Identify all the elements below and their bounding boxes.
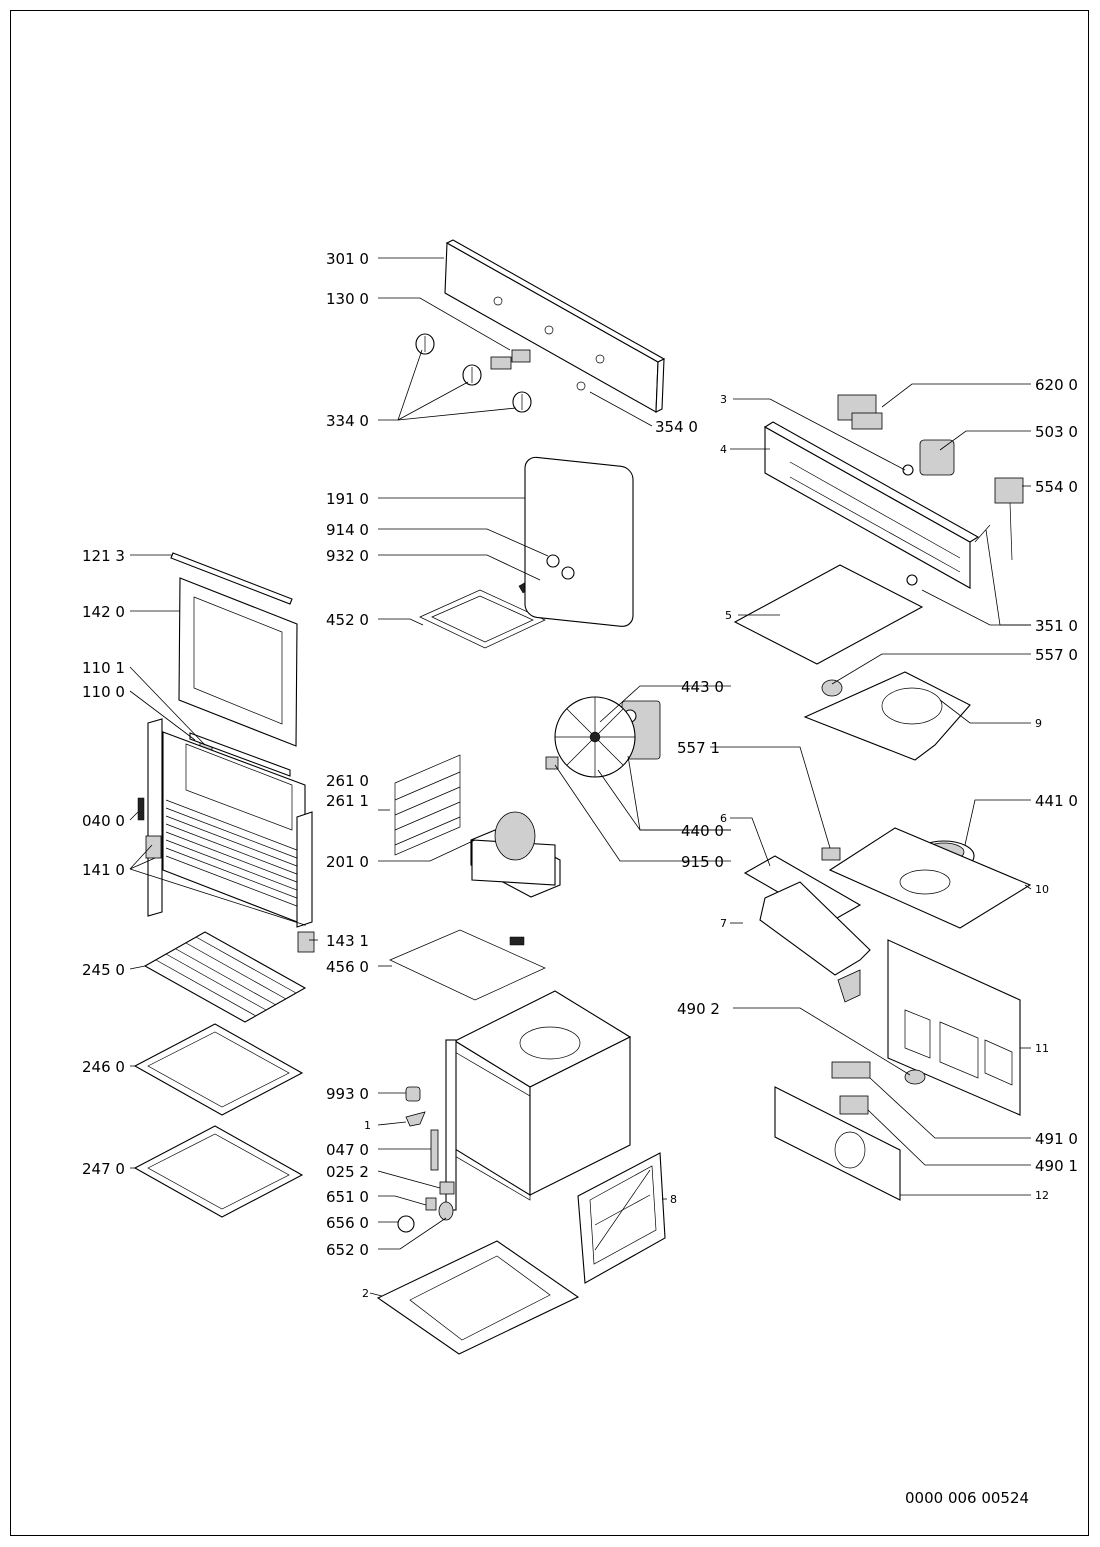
label-246-0: 246 0 xyxy=(82,1058,125,1076)
label-261-1: 261 1 xyxy=(326,792,369,810)
label-040-0: 040 0 xyxy=(82,812,125,830)
fan-nut-part xyxy=(545,756,559,770)
label-142-0: 142 0 xyxy=(82,603,125,621)
label-915-0: 915 0 xyxy=(681,853,724,871)
label-11: 11 xyxy=(1035,1042,1049,1055)
label-8: 8 xyxy=(670,1193,677,1206)
label-503-0: 503 0 xyxy=(1035,423,1078,441)
safety-thermostat-part xyxy=(821,679,843,697)
rear-housing-part xyxy=(887,939,1021,1116)
label-1: 1 xyxy=(364,1119,371,1132)
label-456-0: 456 0 xyxy=(326,958,369,976)
control-knob-part xyxy=(415,333,532,413)
label-993-0: 993 0 xyxy=(326,1085,369,1103)
label-490-1: 490 1 xyxy=(1035,1157,1078,1175)
label-932-0: 932 0 xyxy=(326,547,369,565)
label-10: 10 xyxy=(1035,883,1049,896)
label-247-0: 247 0 xyxy=(82,1160,125,1178)
label-201-0: 201 0 xyxy=(326,853,369,871)
label-656-0: 656 0 xyxy=(326,1214,369,1232)
label-557-0: 557 0 xyxy=(1035,646,1078,664)
label-440-0: 440 0 xyxy=(681,822,724,840)
side-shelf-support-part xyxy=(394,754,461,856)
label-441-0: 441 0 xyxy=(1035,792,1078,810)
label-245-0: 245 0 xyxy=(82,961,125,979)
control-board-part xyxy=(831,1061,926,1115)
label-9: 9 xyxy=(1035,717,1042,730)
label-301-0: 301 0 xyxy=(326,250,369,268)
door-top-trim-part xyxy=(170,552,293,605)
label-443-0: 443 0 xyxy=(681,678,724,696)
label-554-0: 554 0 xyxy=(1035,478,1078,496)
wire-shelf-part xyxy=(143,931,307,1023)
label-110-1: 110 1 xyxy=(82,659,125,677)
label-557-1: 557 1 xyxy=(677,739,720,757)
door-hinge-bracket-part xyxy=(137,797,315,953)
label-4: 4 xyxy=(720,443,727,456)
label-047-0: 047 0 xyxy=(326,1141,369,1159)
oven-gasket-part xyxy=(524,456,634,627)
oven-cavity-part xyxy=(445,990,632,1211)
switch-part xyxy=(490,349,531,370)
label-7: 7 xyxy=(720,917,727,930)
label-3: 3 xyxy=(720,393,727,406)
label-491-0: 491 0 xyxy=(1035,1130,1078,1148)
small-hardware-part xyxy=(397,1086,455,1233)
cooling-duct-part xyxy=(803,671,971,761)
door-switch-part xyxy=(821,847,841,861)
label-620-0: 620 0 xyxy=(1035,376,1078,394)
air-duct-part xyxy=(743,855,871,1003)
outer-door-glass-part xyxy=(178,577,298,747)
cavity-bottom-plate-part xyxy=(376,1240,580,1355)
baking-tray-part xyxy=(133,1023,304,1116)
label-191-0: 191 0 xyxy=(326,490,369,508)
rear-bracket-part xyxy=(763,421,980,589)
label-490-2: 490 2 xyxy=(677,1000,720,1018)
top-insulation-plate-part xyxy=(733,564,924,665)
cavity-rear-frame-part xyxy=(577,1152,666,1284)
label-334-0: 334 0 xyxy=(326,412,369,430)
label-5: 5 xyxy=(725,609,732,622)
label-452-0: 452 0 xyxy=(326,611,369,629)
label-2: 2 xyxy=(362,1287,369,1300)
label-351-0: 351 0 xyxy=(1035,617,1078,635)
inner-door-frame-part xyxy=(147,718,313,928)
leader-lines xyxy=(129,257,1032,1297)
label-025-2: 025 2 xyxy=(326,1163,369,1181)
top-cover-plate-part xyxy=(828,827,1032,929)
label-141-0: 141 0 xyxy=(82,861,125,879)
bottom-heating-element-part xyxy=(389,929,546,1001)
drawing-code: 0000 006 00524 xyxy=(905,1489,1029,1507)
fan-cover-panel-part xyxy=(470,811,561,898)
label-121-3: 121 3 xyxy=(82,547,125,565)
label-651-0: 651 0 xyxy=(326,1188,369,1206)
label-914-0: 914 0 xyxy=(326,521,369,539)
drip-pan-part xyxy=(133,1125,304,1218)
label-130-0: 130 0 xyxy=(326,290,369,308)
label-110-0: 110 0 xyxy=(82,683,125,701)
label-354-0: 354 0 xyxy=(655,418,698,436)
label-12: 12 xyxy=(1035,1189,1049,1202)
cooling-fan-motor-part xyxy=(902,439,955,476)
fan-blade-part xyxy=(554,696,636,778)
element-nut-part xyxy=(546,554,575,580)
label-6: 6 xyxy=(720,812,727,825)
callout-labels: 301 0 130 0 334 0 354 0 620 0 3 4 503 0 … xyxy=(82,250,1078,1507)
thermostat-part xyxy=(974,477,1024,561)
label-652-0: 652 0 xyxy=(326,1241,369,1259)
electronics-panel-part xyxy=(774,1086,901,1201)
label-143-1: 143 1 xyxy=(326,932,369,950)
terminal-block-part xyxy=(837,394,883,430)
control-panel-part xyxy=(444,239,666,413)
label-261-0: 261 0 xyxy=(326,772,369,790)
drawing-frame xyxy=(10,10,1089,1536)
